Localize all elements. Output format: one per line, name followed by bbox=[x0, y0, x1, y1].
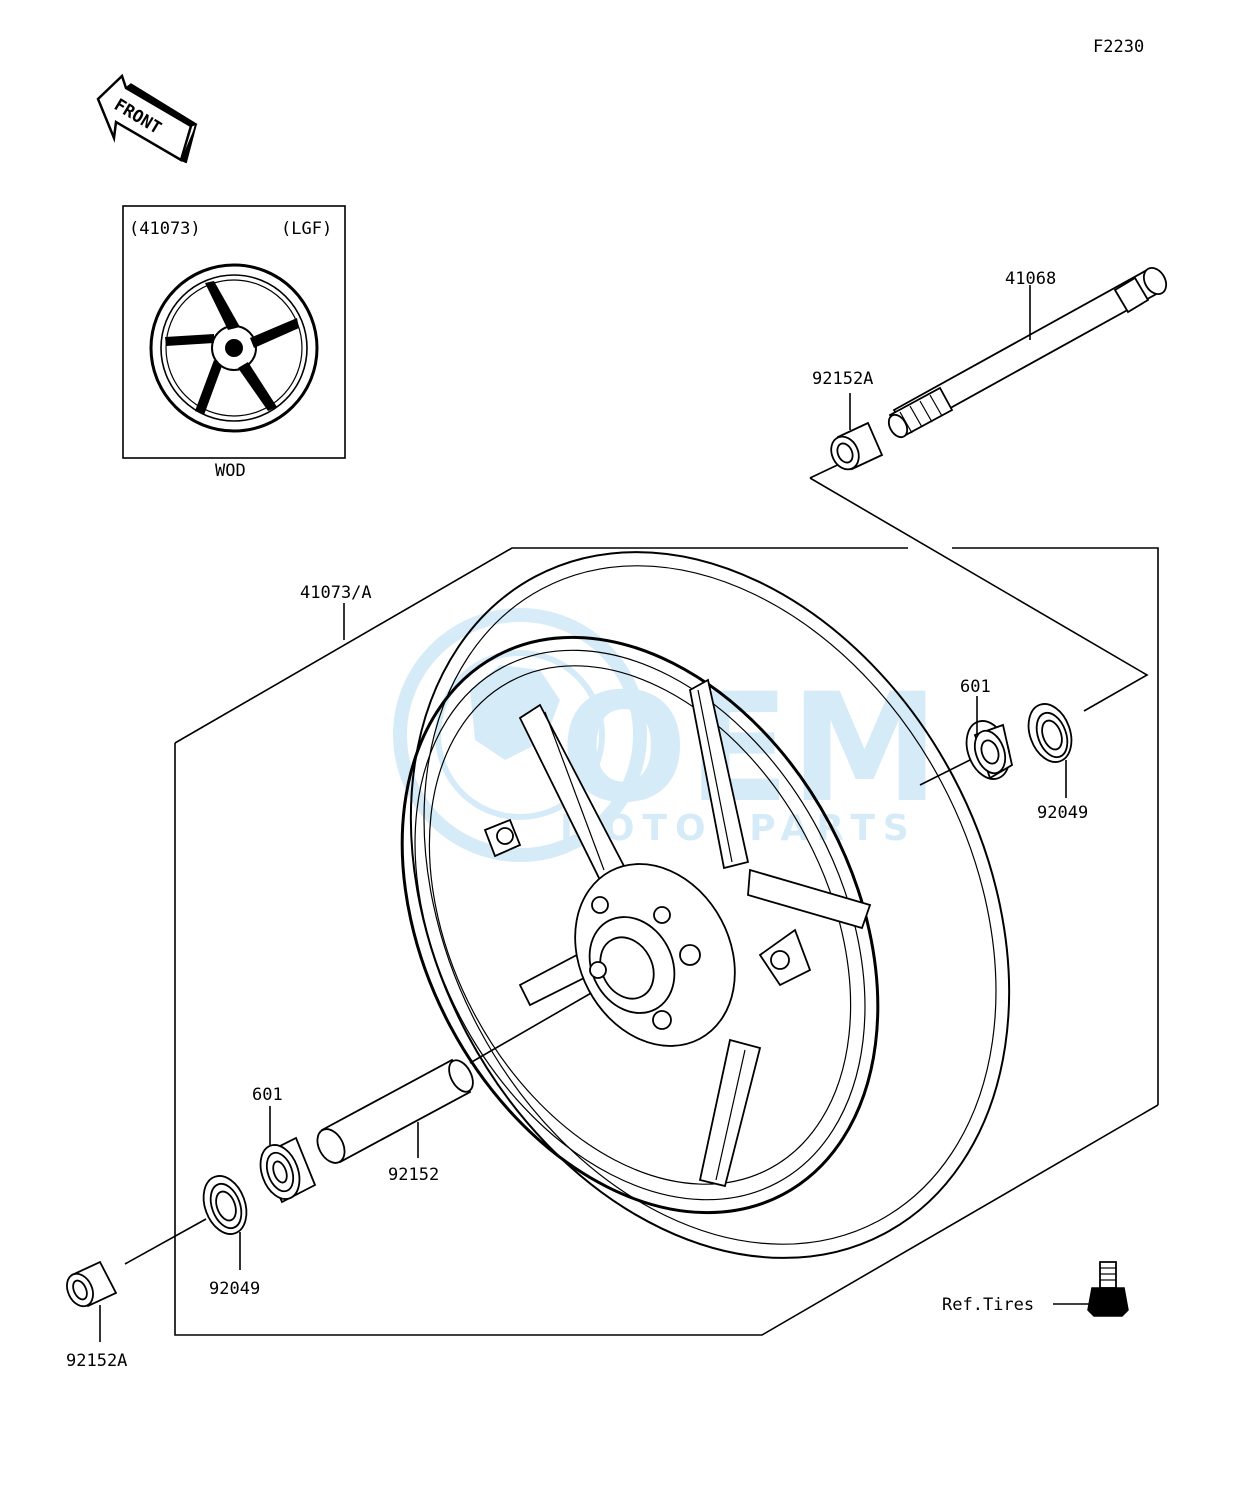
label-collar-top: 92152A bbox=[812, 369, 873, 389]
main-wheel bbox=[400, 551, 1011, 1259]
label-spacer: 92152 bbox=[388, 1165, 439, 1185]
main-outline bbox=[124, 459, 1159, 1336]
label-valve-ref: Ref.Tires bbox=[942, 1295, 1034, 1315]
spacer-92152: 92152 bbox=[316, 1058, 474, 1185]
figure-code: F2230 bbox=[1093, 37, 1144, 57]
inset-variant: (LGF) bbox=[281, 219, 332, 239]
label-bearing-right: 601 bbox=[960, 677, 991, 697]
label-seal-left: 92049 bbox=[209, 1279, 260, 1299]
bearing-601-left: 601 bbox=[252, 1085, 317, 1204]
collar-92152a-top: 92152A bbox=[812, 369, 884, 471]
inset-part-number: (41073) bbox=[129, 219, 201, 239]
inset-wheel-icon bbox=[149, 263, 319, 433]
label-axle: 41068 bbox=[1005, 269, 1056, 289]
bearing-601-right: 601 bbox=[960, 677, 1014, 780]
inset-box: (41073) (LGF) WOD bbox=[122, 205, 346, 481]
seal-92049-right: 92049 bbox=[1027, 703, 1088, 823]
inset-caption: WOD bbox=[215, 461, 246, 481]
watermark: OEM MOTORPARTS bbox=[393, 608, 939, 862]
watermark-brand: OEM bbox=[560, 662, 939, 836]
label-seal-right: 92049 bbox=[1037, 803, 1088, 823]
seal-92049-left: 92049 bbox=[202, 1175, 260, 1299]
front-direction-arrow-icon: FRONT bbox=[96, 73, 198, 164]
valve-icon: Ref.Tires bbox=[942, 1261, 1129, 1317]
label-wheel: 41073/A bbox=[300, 583, 372, 603]
label-bearing-left: 601 bbox=[252, 1085, 283, 1105]
label-collar-bottom: 92152A bbox=[66, 1351, 127, 1371]
axle-41068: 41068 bbox=[887, 266, 1168, 439]
collar-92152a-bottom: 92152A bbox=[66, 1260, 127, 1371]
wheel-label-group: 41073/A bbox=[300, 583, 372, 640]
